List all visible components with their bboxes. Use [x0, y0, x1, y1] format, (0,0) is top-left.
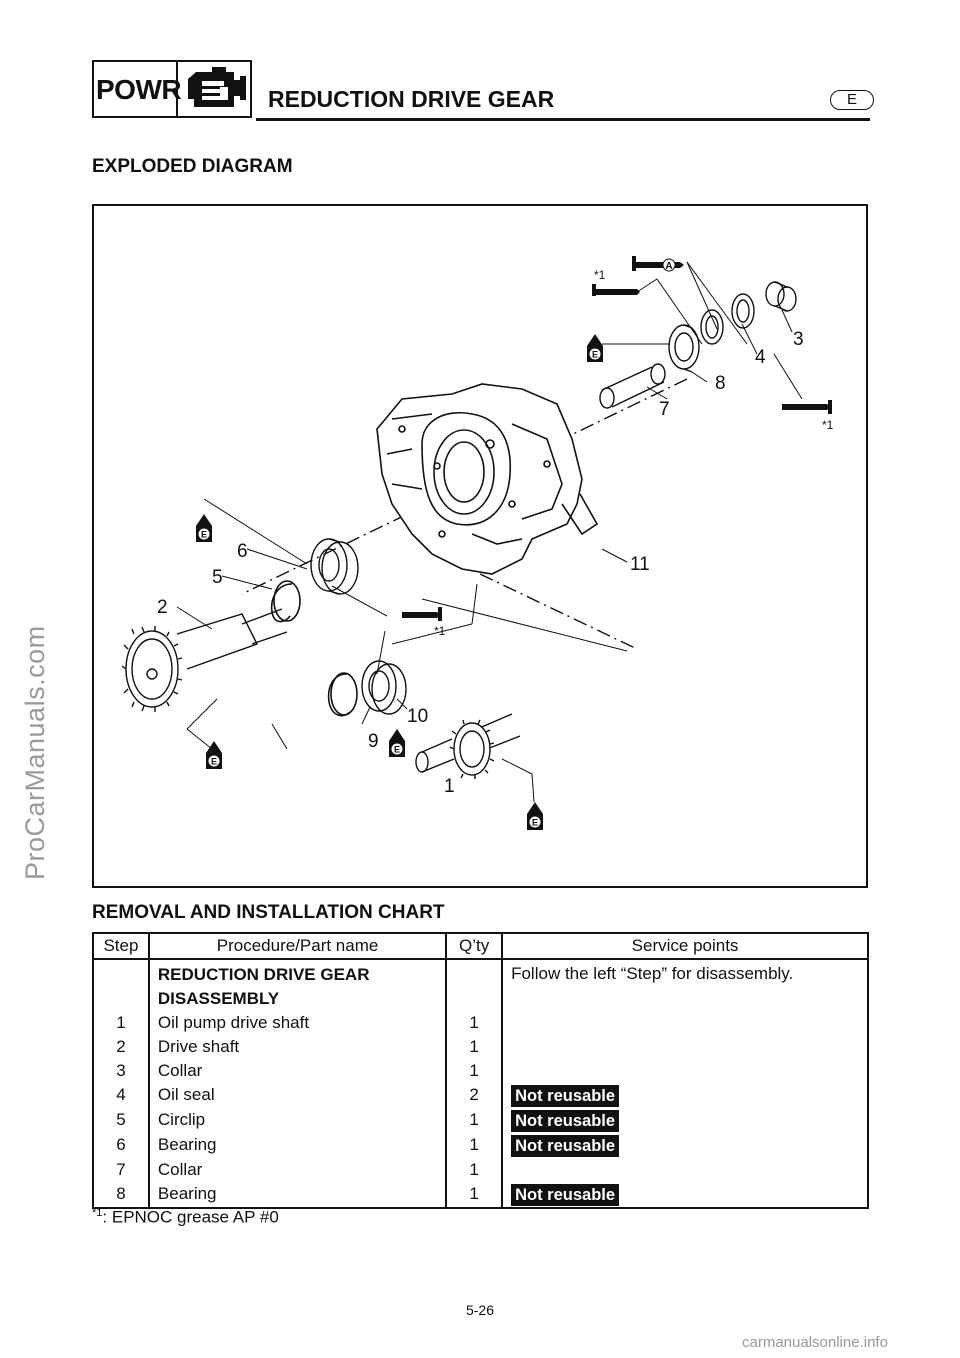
callout-10: 10	[407, 706, 429, 727]
table-row: 7 Collar 1	[92, 1158, 869, 1182]
table-row: 8 Bearing 1 Not reusable	[92, 1182, 869, 1209]
section-badge-divider	[176, 60, 178, 118]
chart-heading: REMOVAL AND INSTALLATION CHART	[92, 902, 445, 923]
not-reusable-badge: Not reusable	[511, 1135, 620, 1157]
group-note: Follow the left “Step” for disassembly.	[501, 959, 869, 1011]
not-reusable-badge: Not reusable	[511, 1184, 620, 1206]
oil-symbol-icons: E E E E E	[196, 326, 603, 830]
part-collar-3	[765, 281, 797, 312]
grease-tube-icons	[402, 284, 832, 621]
watermark-procarmanuals: ProCarManuals.com	[20, 625, 50, 880]
watermark-carmanualsonline: carmanualsonline.info	[742, 1334, 888, 1351]
table-row: 1 Oil pump drive shaft 1	[92, 1011, 869, 1035]
axis-line	[479, 573, 638, 650]
table-group-row: REDUCTION DRIVE GEAR DISASSEMBLY Follow …	[92, 959, 869, 1011]
callout-2: 2	[157, 597, 168, 618]
removal-installation-table: Step Procedure/Part name Q’ty Service po…	[92, 932, 869, 1209]
footnote-mark: *1	[92, 1207, 103, 1219]
svg-text:E: E	[211, 757, 217, 767]
part-collar-7	[599, 363, 666, 409]
table-row: 5 Circlip 1 Not reusable	[92, 1108, 869, 1133]
crankcase-housing	[376, 383, 599, 575]
part-oil-pump-shaft-1	[415, 713, 521, 779]
not-reusable-badge: Not reusable	[511, 1110, 620, 1132]
table-row: 3 Collar 1	[92, 1059, 869, 1083]
part-bearing-6	[310, 538, 359, 595]
section-badge-box	[92, 60, 252, 118]
group-name-line1: REDUCTION DRIVE GEAR	[157, 965, 370, 984]
svg-text:E: E	[592, 350, 598, 360]
svg-text:E: E	[201, 530, 207, 540]
callout-11: 11	[630, 554, 650, 575]
grease-a-tube-icon: A	[632, 256, 684, 272]
diagram-heading: EXPLODED DIAGRAM	[92, 156, 293, 177]
callout-3: 3	[793, 329, 804, 350]
table-row: 2 Drive shaft 1	[92, 1035, 869, 1059]
callout-6: 6	[237, 541, 248, 562]
part-circlip-5	[270, 580, 301, 623]
footnote-text: : EPNOC grease AP #0	[102, 1207, 279, 1227]
callout-4: 4	[755, 347, 766, 368]
part-circlip-9	[327, 672, 358, 717]
svg-text:E: E	[532, 818, 538, 828]
exploded-diagram-frame	[92, 204, 868, 888]
part-bearing-8	[668, 324, 700, 373]
page-title: REDUCTION DRIVE GEAR	[268, 86, 555, 112]
callout-1: 1	[444, 776, 455, 797]
callout-9: 9	[368, 731, 379, 752]
table-row: 4 Oil seal 2 Not reusable	[92, 1083, 869, 1108]
column-header-service: Service points	[501, 932, 869, 960]
table-header-row: Step Procedure/Part name Q’ty Service po…	[92, 932, 869, 960]
table-row: 6 Bearing 1 Not reusable	[92, 1133, 869, 1158]
callout-7: 7	[659, 399, 670, 420]
header-rule	[256, 118, 870, 121]
not-reusable-badge: Not reusable	[511, 1085, 620, 1107]
language-badge: E	[830, 90, 874, 110]
column-header-part: Procedure/Part name	[147, 932, 448, 960]
svg-text:A: A	[665, 261, 672, 272]
part-drive-shaft-2	[121, 608, 288, 712]
section-badge-label: POWR	[96, 74, 182, 105]
engine-icon	[188, 67, 246, 107]
callout-5: 5	[212, 567, 223, 588]
footnote: *1: EPNOC grease AP #0	[92, 1207, 279, 1228]
part-oil-seals-4	[700, 293, 755, 345]
grease-mark: *1	[594, 268, 606, 282]
leader-lines	[176, 261, 803, 803]
column-header-step: Step	[92, 932, 150, 960]
grease-mark: *1	[434, 624, 446, 638]
column-header-qty: Q’ty	[445, 932, 504, 960]
grease-mark: *1	[822, 418, 834, 432]
callout-8: 8	[715, 373, 726, 394]
group-name-line2: DISASSEMBLY	[157, 989, 280, 1008]
part-bearing-10	[361, 660, 407, 715]
svg-text:E: E	[394, 745, 400, 755]
page-number: 5-26	[465, 1302, 495, 1318]
exploded-diagram: A E E E E E	[121, 256, 832, 830]
